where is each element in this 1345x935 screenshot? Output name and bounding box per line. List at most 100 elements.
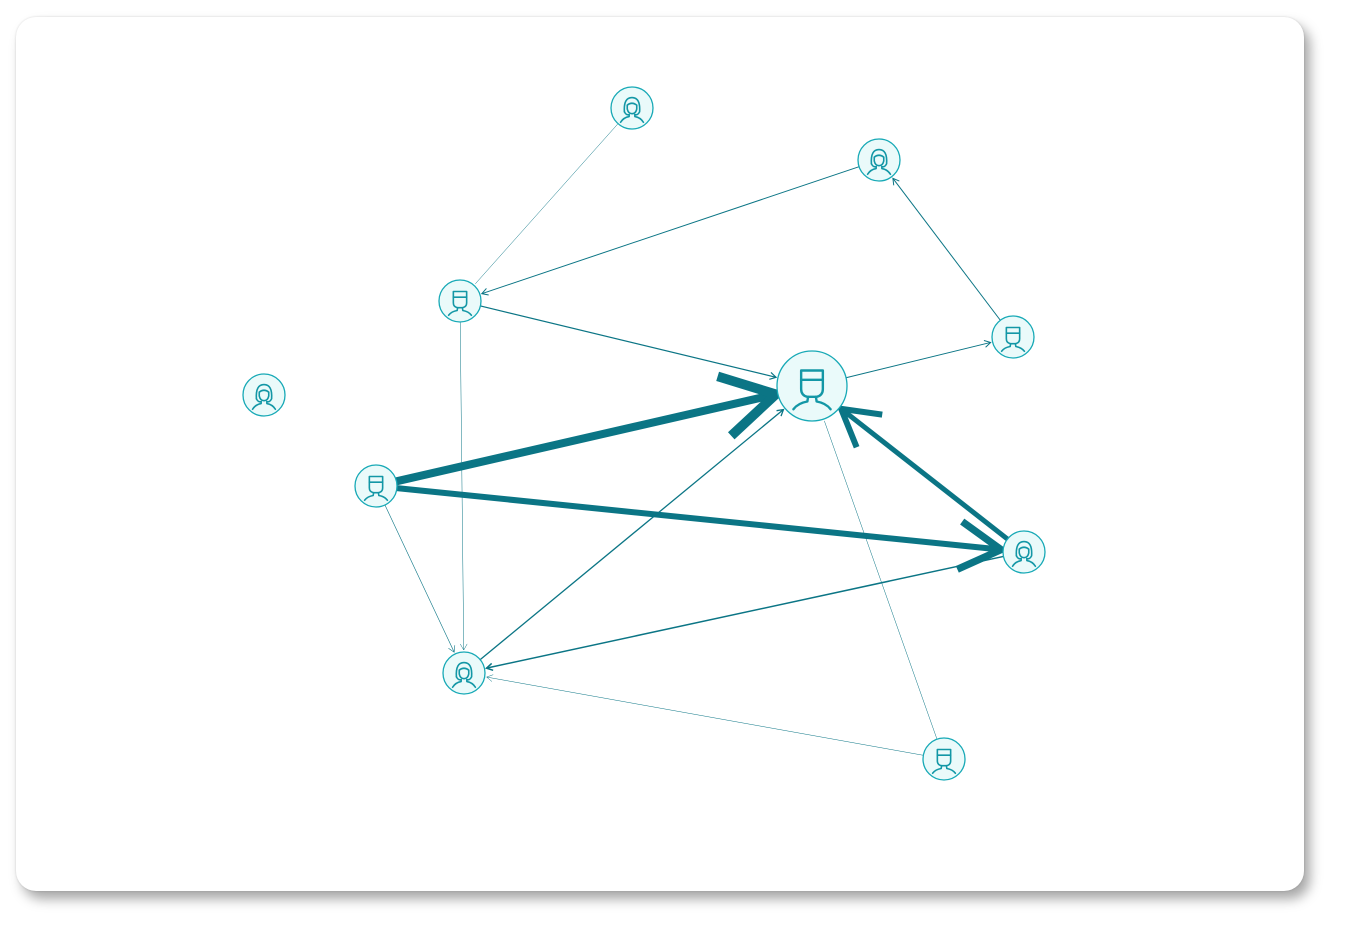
avatar-stroke bbox=[363, 491, 375, 502]
arrowhead bbox=[776, 408, 785, 417]
node-circle bbox=[354, 464, 398, 508]
node-circle bbox=[1002, 530, 1046, 574]
edge-line bbox=[475, 123, 619, 284]
female-person-icon bbox=[619, 96, 645, 124]
edges-layer bbox=[384, 123, 1010, 756]
node-circle bbox=[991, 315, 1035, 359]
arrowhead bbox=[836, 405, 883, 449]
person-node-n3[interactable] bbox=[438, 279, 482, 323]
person-node-n4[interactable] bbox=[991, 315, 1035, 359]
avatar-stroke bbox=[1000, 342, 1012, 353]
arrowhead bbox=[448, 645, 456, 653]
edge-line bbox=[395, 390, 777, 486]
nodes-layer bbox=[242, 86, 1046, 781]
edge-line bbox=[845, 341, 991, 379]
avatar-stroke bbox=[447, 306, 459, 317]
person-node-n2[interactable] bbox=[857, 138, 901, 182]
edge-n10-n8 bbox=[486, 674, 924, 756]
male-person-icon bbox=[447, 290, 473, 317]
female-person-icon bbox=[1011, 540, 1037, 568]
edge-n2-n3 bbox=[480, 166, 860, 296]
avatar-stroke bbox=[634, 113, 645, 124]
avatar-stroke bbox=[1014, 342, 1026, 353]
avatar-stroke bbox=[1015, 540, 1033, 560]
edge-line bbox=[481, 166, 860, 295]
avatar-stroke bbox=[258, 389, 270, 402]
node-circle bbox=[610, 86, 654, 130]
edge-line bbox=[486, 555, 1004, 669]
edge-line bbox=[480, 305, 777, 378]
person-node-n9[interactable] bbox=[1002, 530, 1046, 574]
arrowhead bbox=[769, 372, 778, 380]
arrowhead bbox=[892, 177, 900, 186]
edge-n4-n2 bbox=[892, 177, 1001, 321]
avatar-stroke bbox=[881, 165, 892, 176]
avatar-stroke bbox=[619, 113, 630, 124]
graph-canvas bbox=[16, 17, 1304, 891]
avatar-stroke bbox=[458, 667, 470, 680]
edge-line bbox=[479, 409, 784, 661]
avatar-stroke bbox=[873, 154, 885, 167]
male-person-icon bbox=[792, 369, 832, 411]
edge-line bbox=[839, 406, 1010, 542]
female-person-icon bbox=[251, 383, 277, 411]
avatar-stroke bbox=[251, 400, 262, 411]
edge-line bbox=[892, 178, 1001, 321]
edge-line bbox=[459, 321, 465, 651]
arrowhead bbox=[485, 662, 494, 671]
person-node-n5[interactable] bbox=[776, 350, 848, 422]
male-person-icon bbox=[931, 748, 957, 775]
edge-n9-n5 bbox=[836, 405, 1010, 542]
edge-n3-n5 bbox=[480, 305, 778, 380]
edge-n3-n8 bbox=[459, 321, 468, 651]
avatar-stroke bbox=[626, 102, 638, 115]
person-node-n10[interactable] bbox=[922, 737, 966, 781]
avatar-stroke bbox=[792, 395, 810, 411]
avatar-stroke bbox=[866, 165, 877, 176]
edge-line bbox=[486, 676, 924, 756]
avatar-stroke bbox=[814, 395, 832, 411]
female-person-icon bbox=[451, 661, 477, 689]
edge-n1-n3 bbox=[475, 123, 619, 284]
avatar-stroke bbox=[870, 148, 888, 168]
avatar-stroke bbox=[455, 661, 473, 681]
male-person-icon bbox=[363, 475, 389, 502]
node-circle bbox=[442, 651, 486, 695]
edge-line bbox=[824, 420, 938, 740]
avatar-stroke bbox=[945, 764, 957, 775]
edge-n7-n9 bbox=[396, 485, 1009, 573]
edge-n10-n5 bbox=[824, 420, 938, 740]
node-circle bbox=[242, 373, 286, 417]
male-person-icon bbox=[1000, 326, 1026, 353]
arrowhead bbox=[486, 674, 494, 682]
edge-line bbox=[384, 504, 455, 653]
edge-n7-n5 bbox=[395, 371, 786, 486]
avatar-stroke bbox=[1026, 557, 1037, 568]
avatar-stroke bbox=[377, 491, 389, 502]
female-person-icon bbox=[866, 148, 892, 176]
edge-n8-n5 bbox=[479, 408, 785, 661]
edge-line bbox=[396, 485, 1002, 553]
arrowhead bbox=[480, 288, 489, 296]
avatar-stroke bbox=[623, 96, 641, 116]
avatar-stroke bbox=[1011, 557, 1022, 568]
avatar-stroke bbox=[461, 306, 473, 317]
arrowhead bbox=[716, 371, 786, 440]
person-node-n7[interactable] bbox=[354, 464, 398, 508]
avatar-stroke bbox=[266, 400, 277, 411]
avatar-stroke bbox=[1018, 546, 1030, 559]
edge-n7-n8 bbox=[384, 504, 456, 653]
arrowhead bbox=[983, 340, 992, 348]
edge-n5-n4 bbox=[845, 340, 992, 379]
node-circle bbox=[776, 350, 848, 422]
avatar-stroke bbox=[466, 678, 477, 689]
edge-n9-n8 bbox=[485, 555, 1004, 671]
avatar-stroke bbox=[451, 678, 462, 689]
arrowhead bbox=[459, 643, 468, 651]
node-circle bbox=[438, 279, 482, 323]
person-node-n1[interactable] bbox=[610, 86, 654, 130]
avatar-stroke bbox=[255, 383, 273, 403]
person-node-n8[interactable] bbox=[442, 651, 486, 695]
person-node-n6[interactable] bbox=[242, 373, 286, 417]
